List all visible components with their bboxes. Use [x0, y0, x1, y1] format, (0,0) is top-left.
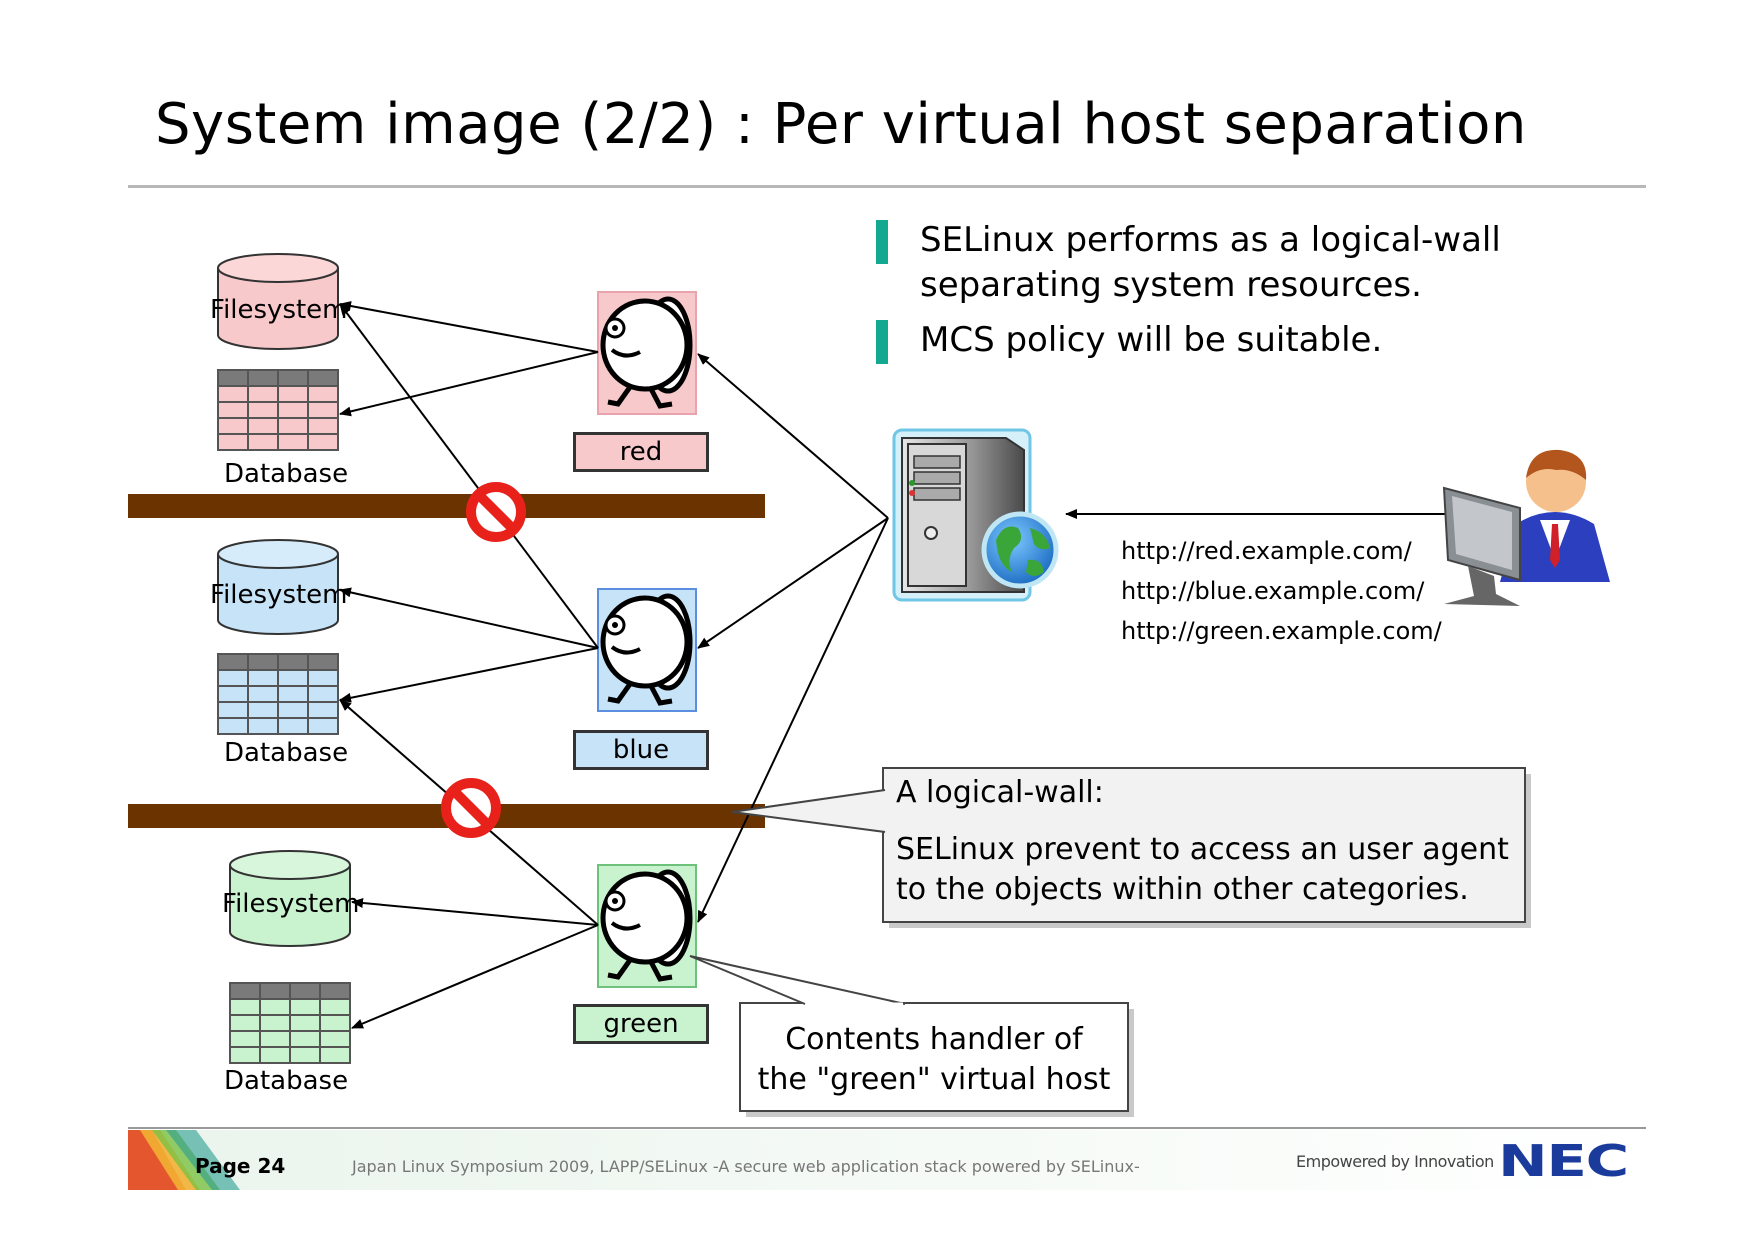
- callout-logical-wall-shape: [731, 767, 1531, 928]
- footer-band: [128, 1127, 1646, 1190]
- access-arrows: [339, 301, 1446, 1029]
- callout-wall-heading: A logical-wall:: [896, 775, 1104, 810]
- callout-handler-shape: [689, 955, 1134, 1117]
- footer-tagline: Empowered by Innovation: [1296, 1152, 1494, 1171]
- callout-handler-line-1: Contents handler of: [785, 1022, 1083, 1057]
- nec-logo: NEC: [1498, 1136, 1629, 1187]
- filesystem-green-label: Filesystem: [222, 889, 360, 919]
- bullet-2-line-1: MCS policy will be suitable.: [920, 320, 1383, 360]
- filesystem-red-icon: [217, 253, 339, 350]
- host-blue-label: blue: [573, 730, 709, 770]
- database-blue-icon: [217, 653, 339, 735]
- database-blue-label: Database: [224, 738, 349, 768]
- page-number: Page 24: [195, 1154, 286, 1178]
- bullet-1-line-1: SELinux performs as a logical-wall: [920, 220, 1501, 260]
- globe-icon: [981, 511, 1059, 589]
- bullet-1-line-2: separating system resources.: [920, 265, 1422, 305]
- host-green-character-icon: [597, 864, 697, 988]
- no-entry-icon: [441, 778, 501, 838]
- callout-handler-line-2: the "green" virtual host: [757, 1062, 1111, 1097]
- callout-wall-line-2: to the objects within other categories.: [896, 872, 1469, 907]
- callout-wall-line-1: SELinux prevent to access an user agent: [896, 832, 1509, 867]
- footer-text: Japan Linux Symposium 2009, LAPP/SELinux…: [352, 1157, 1140, 1176]
- database-green-label: Database: [224, 1066, 349, 1096]
- bullet-marker: [876, 320, 888, 364]
- url-blue: http://blue.example.com/: [1121, 577, 1425, 605]
- filesystem-blue-label: Filesystem: [210, 580, 348, 610]
- host-blue-character-icon: [597, 588, 697, 712]
- filesystem-blue-icon: [217, 539, 339, 635]
- filesystem-red-label: Filesystem: [210, 295, 348, 325]
- page-title: System image (2/2) : Per virtual host se…: [155, 92, 1527, 157]
- no-entry-icon: [466, 482, 526, 542]
- bullet-marker: [876, 220, 888, 264]
- logical-wall-upper: [128, 494, 765, 518]
- user-at-computer-icon: [1442, 449, 1610, 606]
- title-divider: [128, 185, 1646, 188]
- host-red-character-icon: [597, 291, 697, 415]
- filesystem-green-icon: [229, 850, 351, 947]
- database-green-icon: [229, 982, 351, 1064]
- database-red-icon: [217, 369, 339, 451]
- host-red-label: red: [573, 432, 709, 472]
- url-red: http://red.example.com/: [1121, 537, 1412, 565]
- database-red-label: Database: [224, 459, 349, 489]
- url-green: http://green.example.com/: [1121, 617, 1442, 645]
- host-green-label: green: [573, 1004, 709, 1044]
